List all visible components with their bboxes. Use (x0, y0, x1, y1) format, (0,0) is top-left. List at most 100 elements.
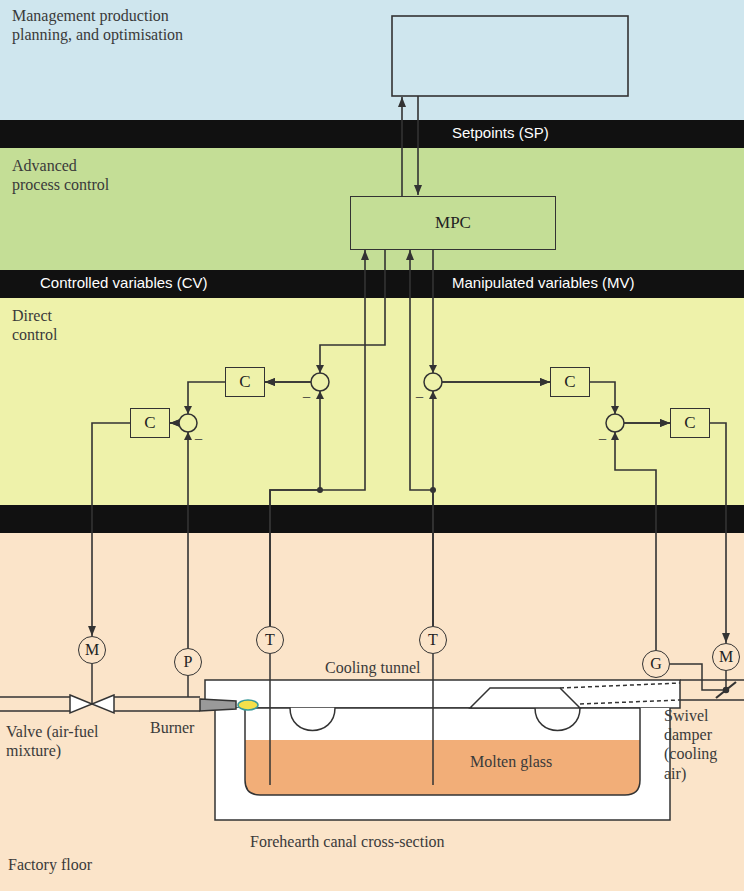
signal-line (615, 423, 670, 650)
signal-line (590, 382, 670, 423)
part-label: Burner (150, 718, 194, 737)
forehearth-drawing (0, 654, 744, 820)
part-label: Cooling tunnel (322, 658, 424, 677)
separator-bar (0, 505, 744, 533)
signal-line (270, 250, 365, 626)
signal-line (265, 250, 385, 382)
controller-label: MPC (435, 213, 471, 233)
label-holder: − (302, 388, 311, 407)
level-label: Management production planning, and opti… (12, 6, 202, 44)
junction-arrow (316, 365, 324, 373)
instrument-label: M (719, 647, 733, 666)
part-label: Valve (air-fuel mixture) (6, 722, 136, 760)
part-label: Molten glass (470, 752, 552, 771)
instrument-label: T (428, 630, 438, 649)
superstructure (205, 680, 680, 708)
summing-junction (311, 373, 329, 391)
air-duct (680, 679, 744, 681)
instrument-circle: T (419, 626, 447, 654)
molten-glass (245, 740, 640, 795)
pipe-wall (0, 710, 70, 712)
label-holder: Valve (air-fuel mixture) (6, 722, 136, 760)
part-label: − (302, 388, 311, 407)
signal-group-label: Controlled variables (CV) (40, 274, 208, 292)
instrument-label: G (650, 654, 662, 673)
instrument-label: M (85, 640, 99, 659)
channel-wall (245, 708, 640, 795)
signal-line (265, 382, 320, 626)
junction-arrow (611, 406, 619, 414)
controller-box: C (225, 367, 265, 397)
junction-arrow (429, 391, 437, 399)
junction-arrow (184, 432, 192, 440)
text-holder: Controlled variables (CV) (40, 274, 208, 292)
level-label: Advanced process control (12, 156, 112, 194)
report-line (401, 97, 403, 196)
controller-label: C (564, 372, 575, 392)
signal-group-label: Setpoints (SP) (452, 124, 549, 142)
setpoint-line (417, 96, 419, 195)
controller-label: C (239, 372, 250, 392)
air-path (580, 700, 680, 704)
controller-label: C (144, 413, 155, 433)
air-path (560, 683, 680, 688)
controller-box: C (130, 408, 170, 438)
valve-symbol (70, 695, 92, 713)
signal-group-label: Manipulated variables (MV) (452, 274, 635, 292)
controller-box: C (550, 367, 590, 397)
control-level-band: Direct controlC C C C (0, 298, 744, 505)
signal-line (170, 423, 188, 648)
part-label: − (194, 430, 203, 449)
thermocouple (269, 654, 271, 785)
text-holder: Direct control (12, 306, 84, 344)
branch-dot (430, 487, 436, 493)
text-holder: Manipulated variables (MV) (452, 274, 635, 292)
flame (238, 700, 258, 710)
part-label: Forehearth canal cross-section (250, 832, 445, 851)
text-holder: Factory floor (8, 855, 208, 874)
signal-line (433, 382, 550, 626)
signal-line (710, 423, 726, 643)
controller-box: MPC (350, 196, 556, 250)
signal-line (433, 250, 550, 382)
instrument-circle: P (174, 648, 202, 676)
valve-stem (91, 664, 93, 704)
instrument-circle: M (78, 636, 106, 664)
pipe-wall (0, 696, 70, 698)
signal-line (92, 423, 130, 636)
instrument-label: T (265, 630, 275, 649)
pressure-tap (187, 676, 189, 697)
branch-dot (317, 487, 323, 493)
level-label: Factory floor (8, 855, 208, 874)
instrument-circle: T (256, 626, 284, 654)
summing-junctions (179, 365, 624, 493)
pipe-wall (114, 696, 200, 698)
label-holder: Molten glass (470, 752, 552, 771)
damper-drive (725, 671, 727, 690)
label-holder: Cooling tunnel (322, 658, 424, 677)
summing-junction (424, 373, 442, 391)
part-label: Swivel damper (cooling air) (664, 706, 740, 783)
junction-arrow (611, 432, 619, 440)
instrument-circle: M (712, 643, 740, 671)
canal-body (215, 708, 670, 820)
controller-label: C (684, 413, 695, 433)
edge-group (92, 250, 726, 650)
crown (245, 708, 640, 731)
instrument-circle: G (642, 650, 670, 678)
pipe-wall (114, 710, 200, 712)
junction-arrow (429, 365, 437, 373)
damper-sensor-link (670, 664, 724, 690)
part-label: − (598, 430, 607, 449)
valve-symbol (92, 695, 114, 713)
label-holder: Burner (150, 718, 194, 737)
label-holder: − (194, 430, 203, 449)
text-holder: Setpoints (SP) (452, 124, 549, 142)
controller-box: C (670, 408, 710, 438)
text-holder: Management production planning, and opti… (12, 6, 202, 44)
planning-box (392, 16, 628, 96)
air-duct (680, 699, 744, 701)
summing-junction (179, 414, 197, 432)
label-holder: Forehearth canal cross-section (250, 832, 445, 851)
